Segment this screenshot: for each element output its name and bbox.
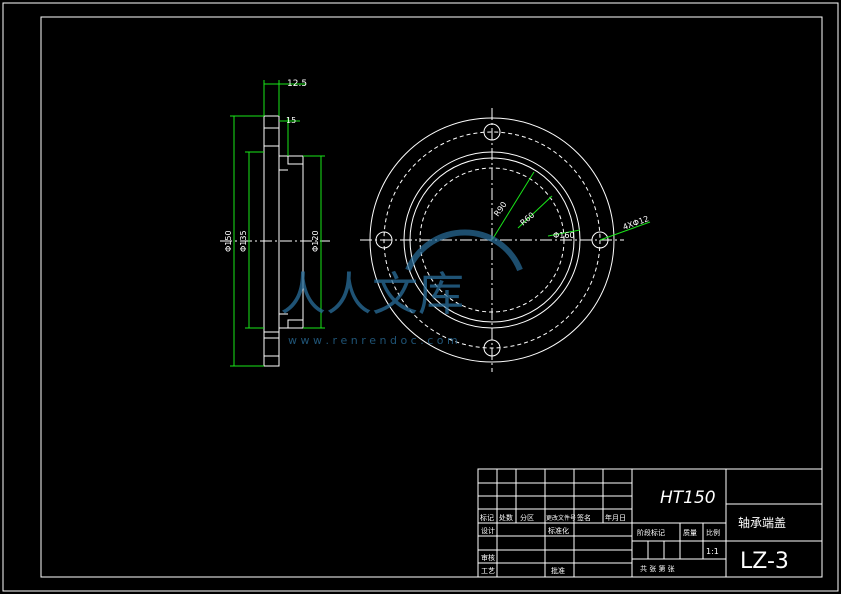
watermark-swoosh-icon	[405, 229, 523, 272]
scale-label: 比例	[706, 528, 720, 537]
dim-phi160: Φ160	[553, 231, 575, 240]
rev-header-3: 分区	[520, 513, 534, 522]
side-boss-hatch-bottom	[287, 319, 304, 329]
dim-mid-dia: Φ135	[239, 230, 248, 252]
bolt-hole-top	[483, 123, 501, 141]
weight-label: 质量	[683, 528, 697, 537]
outer-circle	[369, 117, 615, 363]
part-name: 轴承端盖	[738, 515, 786, 530]
bolt-hole-right	[591, 231, 609, 249]
bolt-hole-bottom	[483, 339, 501, 357]
dim-outer-dia: Φ150	[224, 230, 233, 252]
boss-circle	[409, 157, 575, 323]
rev-header-6: 年月日	[605, 513, 626, 522]
sign-std: 标准化	[548, 526, 569, 535]
scale-value: 1:1	[706, 547, 719, 556]
title-block: HT150 轴承端盖 LZ-3 标记 处数 分区 更改文件号 签名 年月日 设计…	[477, 468, 823, 578]
dim-holes: 4XΦ12	[622, 214, 650, 232]
rev-header-4: 更改文件号	[546, 514, 576, 522]
dim-step: 15	[286, 116, 296, 125]
side-boss-hatch-top	[287, 155, 304, 165]
bolt-hole-left	[375, 231, 393, 249]
rev-header-5: 签名	[577, 513, 591, 522]
watermark: 人人文库 w w w . r e n r e n d o c . c o m	[280, 229, 523, 347]
inner-circle	[419, 167, 565, 313]
rev-header-2: 处数	[499, 513, 513, 522]
sign-review: 审核	[481, 553, 495, 562]
inner-frame	[40, 16, 823, 578]
front-view: R90 R60 Φ160 4XΦ12	[360, 108, 651, 372]
side-hatch-top	[263, 127, 280, 147]
sign-approve: 批准	[551, 566, 565, 575]
watermark-brand: 人人文库	[280, 267, 464, 321]
sheet-count: 共 张 第 张	[640, 564, 675, 573]
dim-boss-dia: Φ120	[311, 230, 320, 252]
rev-header-1: 标记	[480, 513, 494, 522]
drawing-number: LZ-3	[740, 549, 789, 574]
mid-circle	[403, 151, 581, 329]
watermark-url: w w w . r e n r e n d o c . c o m	[288, 334, 458, 347]
dim-thickness: 12.5	[287, 79, 307, 89]
sign-process: 工艺	[481, 567, 495, 575]
side-hatch-body	[263, 145, 280, 333]
stage-label: 阶段标记	[637, 528, 665, 537]
dim-r90: R90	[492, 200, 508, 218]
material-label: HT150	[660, 488, 716, 508]
side-hatch-bottom	[263, 337, 280, 357]
sign-design: 设计	[481, 526, 495, 535]
side-view: 12.5 15 Φ150 Φ135 Φ120	[220, 79, 330, 367]
